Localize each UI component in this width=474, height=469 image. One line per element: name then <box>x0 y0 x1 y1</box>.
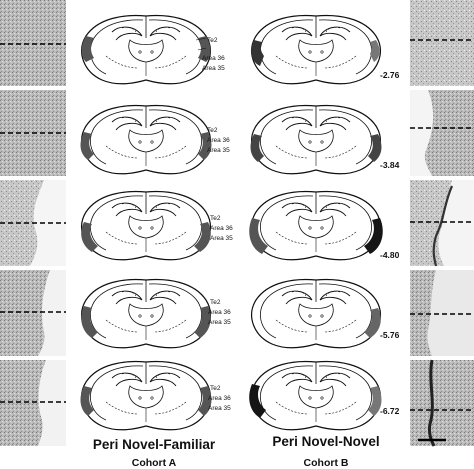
area-label-te2: Te2 <box>210 215 221 222</box>
right-section-column <box>249 14 383 431</box>
area-label-area-35: Area 35 <box>207 147 230 154</box>
brain-section <box>81 190 211 261</box>
area-label-area-35: Area 35 <box>208 405 231 412</box>
left-column-title: Peri Novel-Familiar <box>93 437 216 452</box>
right-column-cohort: Cohort B <box>304 457 349 469</box>
area-label-area-36: Area 36 <box>208 395 231 402</box>
left-histology-panel <box>0 0 66 86</box>
brain-section <box>80 104 212 175</box>
area-label-te2: Te2 <box>210 385 221 392</box>
brain-section <box>250 104 382 175</box>
area-label-area-36: Area 36 <box>207 137 230 144</box>
area-labels-row-2: Te2 Area 36 Area 35 <box>207 127 230 154</box>
area-label-te2: Te2 <box>210 299 221 306</box>
left-histology-strip <box>0 0 66 446</box>
bregma-coordinate: -2.76 <box>380 70 400 80</box>
area-label-te2: Te2 <box>207 37 218 44</box>
brain-section <box>251 278 381 349</box>
area-labels-row-1: Te2 Area 36 Area 35 <box>195 37 225 72</box>
brain-section <box>80 360 212 431</box>
area-labels-row-5: Te2 Area 36 Area 35 <box>208 385 231 412</box>
area-label-area-35: Area 35 <box>208 319 231 326</box>
right-column-title: Peri Novel-Novel <box>272 434 379 449</box>
brain-section <box>81 14 211 85</box>
bregma-coordinate: -5.76 <box>380 330 400 340</box>
bregma-coordinates: -2.76 -3.84 -4.80 -5.76 -6.72 <box>380 70 400 416</box>
area-label-te2: Te2 <box>207 127 218 134</box>
left-column-cohort: Cohort A <box>132 457 177 469</box>
brain-section <box>81 278 211 349</box>
area-labels-row-3: Te2 Area 36 Area 35 <box>210 215 233 242</box>
area-label-area-36: Area 36 <box>210 225 233 232</box>
left-section-column <box>80 14 212 431</box>
right-histology-panel <box>410 0 474 86</box>
brain-section <box>251 14 381 85</box>
area-label-area-35: Area 35 <box>202 65 225 72</box>
area-label-area-35: Area 35 <box>210 235 233 242</box>
right-histology-strip <box>410 0 474 447</box>
bregma-coordinate: -6.72 <box>380 406 400 416</box>
bregma-coordinate: -4.80 <box>380 250 400 260</box>
area-label-area-36: Area 36 <box>202 55 225 62</box>
brain-section <box>249 190 383 261</box>
right-histology-panel <box>410 360 474 446</box>
brain-section <box>249 360 382 431</box>
area-labels-row-4: Te2 Area 36 Area 35 <box>208 299 231 326</box>
area-label-area-36: Area 36 <box>208 309 231 316</box>
bregma-coordinate: -3.84 <box>380 160 400 170</box>
